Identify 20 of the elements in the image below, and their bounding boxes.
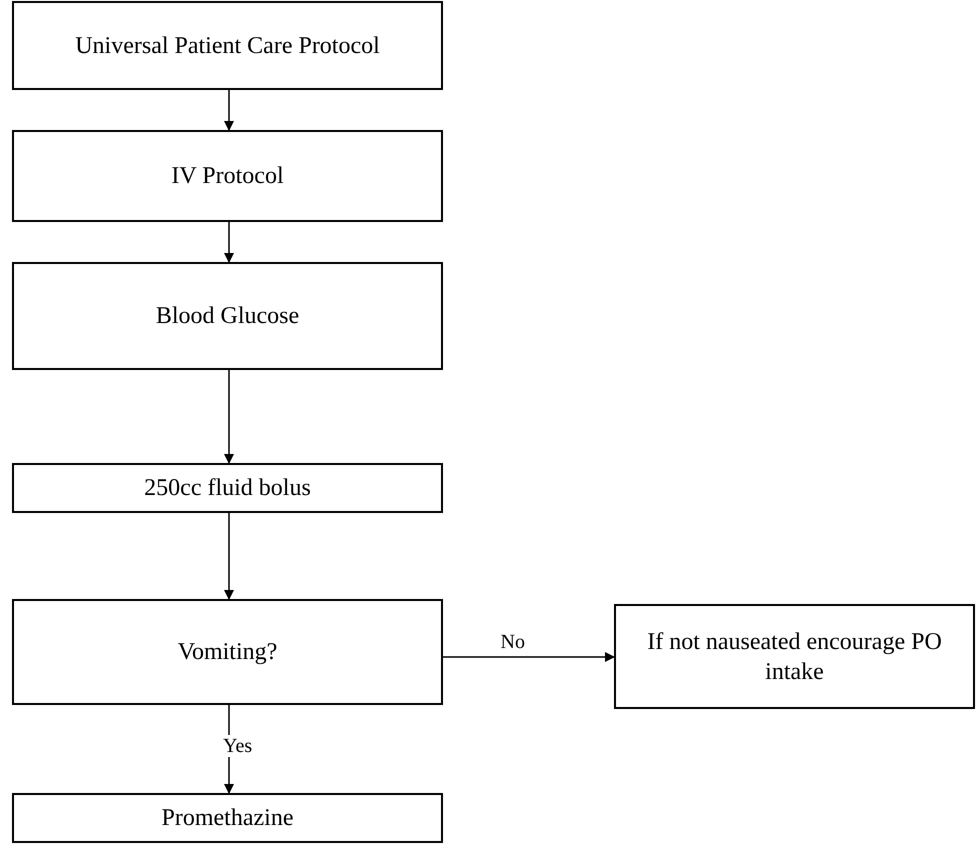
box-text: If not nauseated encourage PO intake: [646, 628, 943, 686]
box-text: Universal Patient Care Protocol: [75, 32, 380, 60]
process-box: [12, 130, 443, 222]
box-text: Blood Glucose: [156, 302, 300, 331]
process-box: [12, 1, 443, 90]
process-box: [12, 599, 443, 705]
process-box: [614, 604, 975, 709]
box-text: Promethazine: [162, 804, 294, 833]
arrow: [224, 513, 234, 600]
arrow: [224, 222, 234, 263]
edge-label: Yes: [221, 735, 254, 757]
box-text: Vomiting?: [178, 638, 278, 667]
process-box: [12, 793, 443, 843]
arrow: [224, 370, 234, 464]
process-box: [12, 262, 443, 370]
arrow: [443, 652, 615, 662]
box-text: 250cc fluid bolus: [144, 474, 311, 503]
process-box: [12, 463, 443, 513]
box-text: IV Protocol: [171, 162, 284, 191]
arrow: [224, 90, 234, 131]
